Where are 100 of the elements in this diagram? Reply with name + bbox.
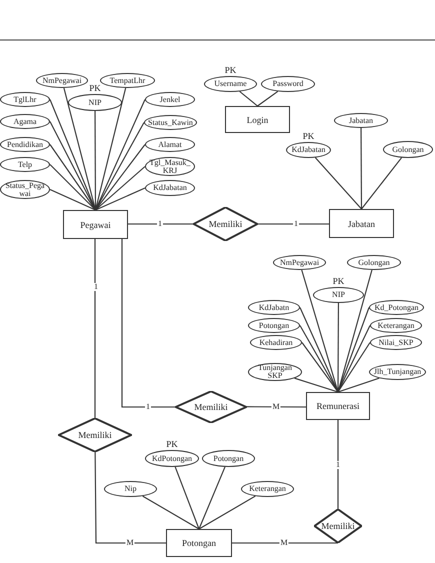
- primary-key-label: PK: [89, 83, 101, 93]
- relationship-line: [128, 223, 193, 225]
- relationship-diamond: [193, 207, 258, 241]
- entity-box: [166, 529, 232, 557]
- attribute-name: Nip: [124, 485, 138, 493]
- attribute-line: [294, 378, 338, 393]
- relationship-line: [94, 239, 96, 418]
- attribute-ellipse: [202, 450, 255, 467]
- relationship-line: [337, 420, 339, 509]
- cardinality-label: M: [125, 539, 135, 547]
- attribute-name: Nilai_SKP: [378, 338, 414, 346]
- attribute-line: [314, 157, 362, 210]
- attribute-ellipse: [100, 73, 155, 88]
- attribute-line: [95, 144, 146, 210]
- attribute-line: [338, 325, 370, 392]
- attribute-ellipse: [248, 300, 300, 315]
- cardinality-label: M: [271, 403, 281, 411]
- entity-box: [225, 106, 290, 133]
- attribute-line: [50, 164, 96, 210]
- attribute-name: Agama: [12, 118, 38, 126]
- attribute-ellipse: [68, 94, 122, 111]
- relationship-line: [258, 223, 329, 225]
- cardinality-label: 1: [145, 403, 151, 411]
- attribute-ellipse: [248, 363, 302, 381]
- attribute-line: [257, 90, 278, 106]
- primary-key-label: PK: [332, 276, 344, 286]
- cardinality-label: 1: [293, 220, 299, 228]
- entity-box: [63, 210, 128, 239]
- attribute-name: Jenkel: [158, 96, 182, 104]
- attribute-name: Tgl_Masuk_ KRJ: [148, 158, 192, 174]
- attribute-line: [174, 466, 200, 530]
- attribute-line: [95, 166, 146, 210]
- attribute-ellipse: [204, 76, 257, 92]
- attribute-name: KdJabatn: [258, 304, 290, 312]
- attribute-line: [302, 342, 338, 392]
- primary-key-label: PK: [224, 65, 236, 75]
- attribute-name: Jlh_Tunjangan: [372, 368, 422, 376]
- attribute-line: [198, 466, 226, 530]
- attribute-name: TglLhr: [12, 96, 38, 104]
- attribute-ellipse: [145, 137, 195, 152]
- attribute-name: NmPegawai: [41, 76, 83, 84]
- cardinality-label: 1: [157, 220, 163, 228]
- attribute-name: Telp: [16, 160, 34, 168]
- attribute-ellipse: [248, 318, 300, 333]
- relationship-name: Memiliki: [208, 219, 244, 229]
- attribute-name: Username: [213, 80, 248, 88]
- attribute-ellipse: [347, 255, 401, 270]
- attribute-name: KdJabatan: [152, 184, 188, 192]
- cardinality-label: M: [279, 539, 289, 547]
- attribute-line: [142, 496, 200, 530]
- attribute-name: NIP: [88, 98, 102, 106]
- attribute-ellipse: [0, 157, 50, 172]
- entity-name: Login: [246, 114, 270, 124]
- attribute-name: TempatLhr: [108, 76, 146, 84]
- attribute-ellipse: [369, 364, 426, 380]
- attribute-name: Kd_Potongan: [374, 304, 420, 312]
- entity-name: Jabatan: [347, 218, 376, 228]
- attribute-ellipse: [0, 137, 50, 152]
- relationship-name: Memiliki: [77, 430, 113, 440]
- relationship-line: [121, 239, 175, 408]
- attribute-ellipse: [0, 114, 50, 129]
- attribute-name: Keterangan: [376, 322, 416, 330]
- attribute-name: Alamat: [157, 140, 183, 148]
- attribute-ellipse: [273, 255, 326, 270]
- attribute-ellipse: [369, 300, 424, 315]
- attribute-line: [95, 188, 146, 210]
- relationship-line: [232, 542, 338, 544]
- attribute-name: Status_Kawin: [147, 118, 194, 126]
- attribute-line: [337, 303, 339, 392]
- attribute-name: Golongan: [391, 146, 425, 154]
- relationship-line: [94, 452, 166, 544]
- attribute-name: Tunjangan SKP: [257, 364, 293, 380]
- attribute-ellipse: [370, 318, 422, 333]
- attribute-line: [338, 342, 370, 392]
- attribute-ellipse: [0, 92, 50, 107]
- attribute-name: KdJabatan: [290, 146, 326, 154]
- attribute-ellipse: [313, 287, 364, 303]
- attribute-line: [300, 325, 338, 392]
- attribute-line: [239, 91, 258, 106]
- entity-box: [329, 209, 394, 238]
- attribute-name: NmPegawai: [278, 258, 320, 266]
- entity-name: Pegawai: [79, 220, 112, 230]
- attribute-line: [50, 144, 96, 210]
- attribute-ellipse: [241, 481, 294, 497]
- attribute-line: [360, 128, 362, 209]
- attribute-line: [94, 111, 96, 210]
- attribute-ellipse: [370, 335, 422, 350]
- relationship-diamond: [314, 509, 362, 543]
- attribute-line: [198, 496, 256, 530]
- attribute-name: Potongan: [258, 322, 290, 330]
- attribute-line: [50, 189, 96, 210]
- attribute-ellipse: [104, 481, 157, 497]
- attribute-name: Jabatan: [348, 116, 374, 124]
- entity-name: Potongan: [180, 538, 217, 548]
- attribute-name: Golongan: [357, 258, 391, 266]
- primary-key-label: PK: [302, 131, 314, 141]
- attribute-ellipse: [36, 73, 88, 88]
- cardinality-label: 1: [93, 283, 99, 291]
- attribute-name: Status_Pega wai: [4, 182, 46, 198]
- relationship-diamond: [58, 418, 132, 452]
